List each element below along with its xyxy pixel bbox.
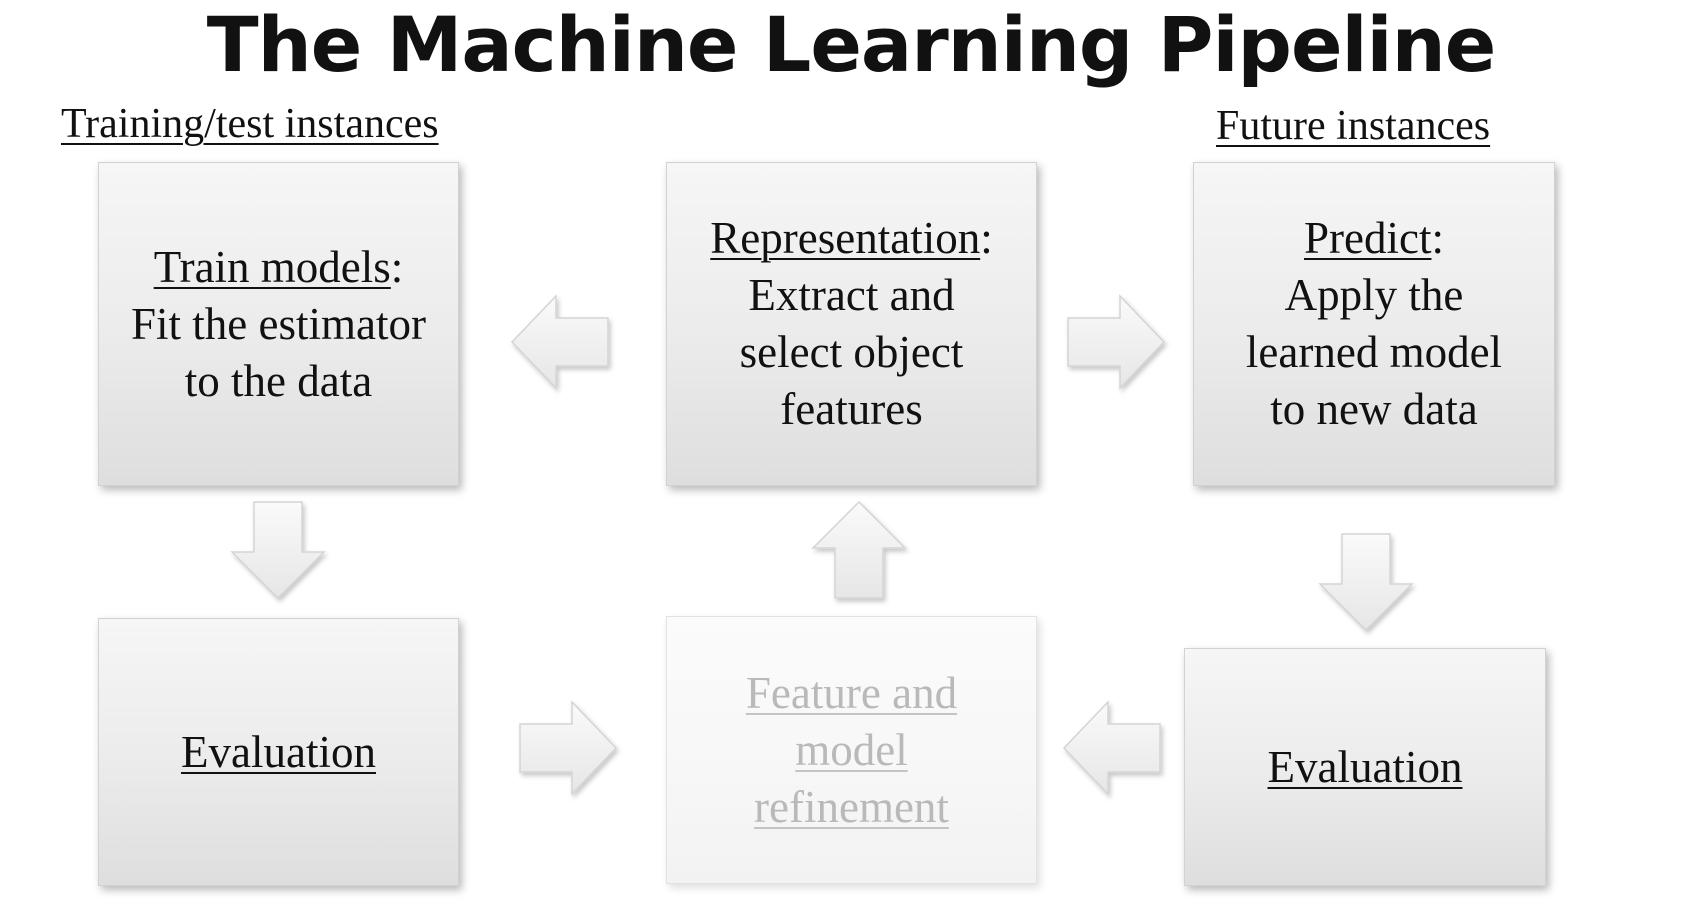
predict-line-2: learned model bbox=[1245, 327, 1503, 377]
train-models-line-2: to the data bbox=[184, 355, 373, 406]
train-models-heading: Train models bbox=[153, 241, 391, 292]
refinement-box: Feature and model refinement bbox=[666, 616, 1037, 884]
refinement-line-1: Feature and bbox=[745, 667, 958, 718]
representation-heading: Representation bbox=[710, 213, 981, 263]
training-instances-label: Training/test instances bbox=[61, 101, 439, 147]
predict-line-3: to new data bbox=[1270, 384, 1478, 434]
refinement-line-3: refinement bbox=[754, 781, 949, 832]
train-models-colon: : bbox=[390, 241, 404, 292]
representation-line-3: features bbox=[780, 384, 923, 434]
predict-box: Predict: Apply the learned model to new … bbox=[1193, 162, 1555, 486]
page-title: The Machine Learning Pipeline bbox=[206, 0, 1497, 89]
train-models-line-1: Fit the estimator bbox=[131, 298, 426, 349]
predict-line-1: Apply the bbox=[1284, 270, 1464, 320]
predict-colon: : bbox=[1431, 213, 1444, 263]
representation-colon: : bbox=[980, 213, 993, 263]
evaluation-right-box: Evaluation bbox=[1184, 648, 1546, 886]
predict-heading: Predict bbox=[1304, 213, 1432, 263]
arrow-right-bottom-icon bbox=[519, 700, 618, 796]
future-instances-label: Future instances bbox=[1216, 103, 1491, 149]
representation-line-1: Extract and bbox=[748, 270, 955, 320]
arrow-down-icon bbox=[230, 501, 326, 600]
representation-line-2: select object bbox=[739, 327, 964, 377]
evaluation-left-box: Evaluation bbox=[98, 618, 459, 886]
arrow-left-icon bbox=[510, 294, 609, 390]
representation-box: Representation: Extract and select objec… bbox=[666, 162, 1037, 486]
train-models-box: Train models: Fit the estimator to the d… bbox=[98, 162, 459, 486]
arrow-left-bottom-icon bbox=[1062, 700, 1161, 796]
refinement-line-2: model bbox=[795, 724, 908, 775]
arrow-right-icon bbox=[1067, 294, 1166, 390]
evaluation-left-heading: Evaluation bbox=[181, 726, 376, 777]
arrow-up-icon bbox=[811, 500, 907, 599]
evaluation-right-heading: Evaluation bbox=[1267, 741, 1463, 792]
arrow-down-right-icon bbox=[1318, 533, 1414, 632]
